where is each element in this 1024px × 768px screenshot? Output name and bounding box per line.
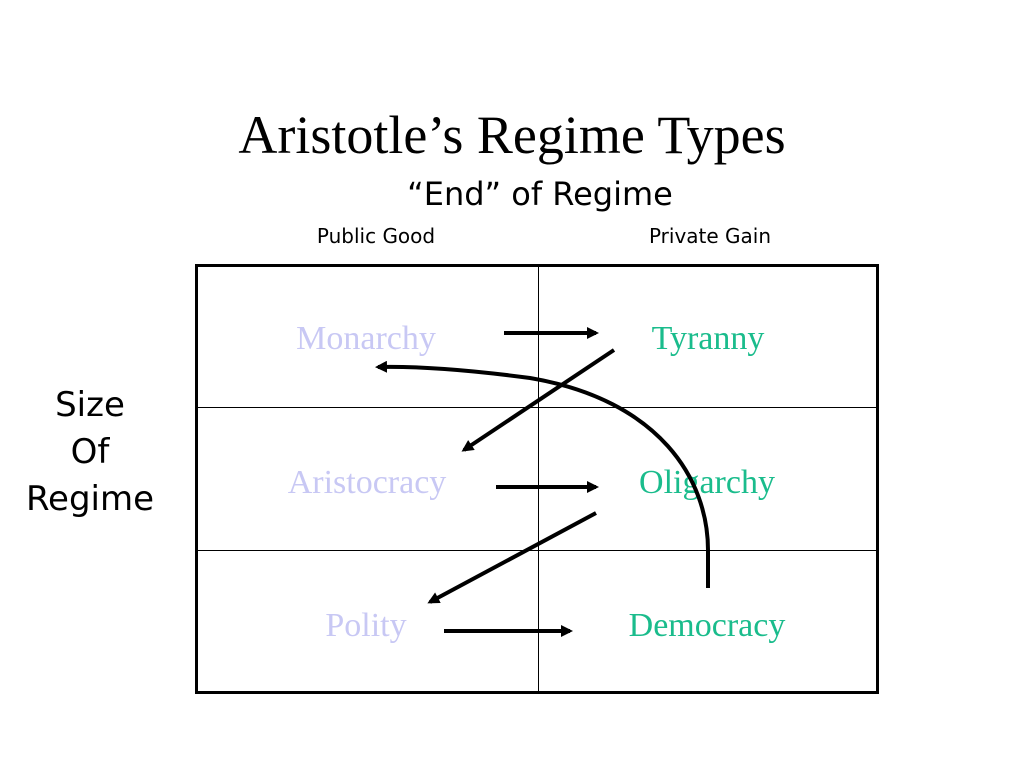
cell-aristocracy: Aristocracy xyxy=(287,464,447,501)
grid-column-divider xyxy=(538,266,539,694)
row-axis-word-regime: Regime xyxy=(25,479,155,519)
column-header-public-good: Public Good xyxy=(316,224,436,248)
grid-row-divider-1 xyxy=(197,407,877,408)
row-axis-label: Size Of Regime xyxy=(10,382,170,523)
cell-democracy: Democracy xyxy=(628,607,786,644)
slide-title: Aristotle’s Regime Types xyxy=(238,105,786,165)
cell-monarchy: Monarchy xyxy=(296,320,436,357)
arrow-tyranny-to-aristocracy xyxy=(461,348,616,452)
row-axis-word-of: Of xyxy=(70,432,110,472)
arrow-oligarchy-to-polity xyxy=(427,511,597,604)
column-header-private-gain: Private Gain xyxy=(648,224,772,248)
arrow-democracy-to-monarchy xyxy=(375,360,710,588)
cell-oligarchy: Oligarchy xyxy=(639,464,775,501)
row-axis-word-size: Size xyxy=(55,385,125,425)
cell-tyranny: Tyranny xyxy=(651,320,765,357)
grid-row-divider-2 xyxy=(197,550,877,551)
regime-grid xyxy=(195,264,879,694)
end-of-regime-heading: “End” of Regime xyxy=(407,175,673,213)
cell-polity: Polity xyxy=(325,607,407,644)
